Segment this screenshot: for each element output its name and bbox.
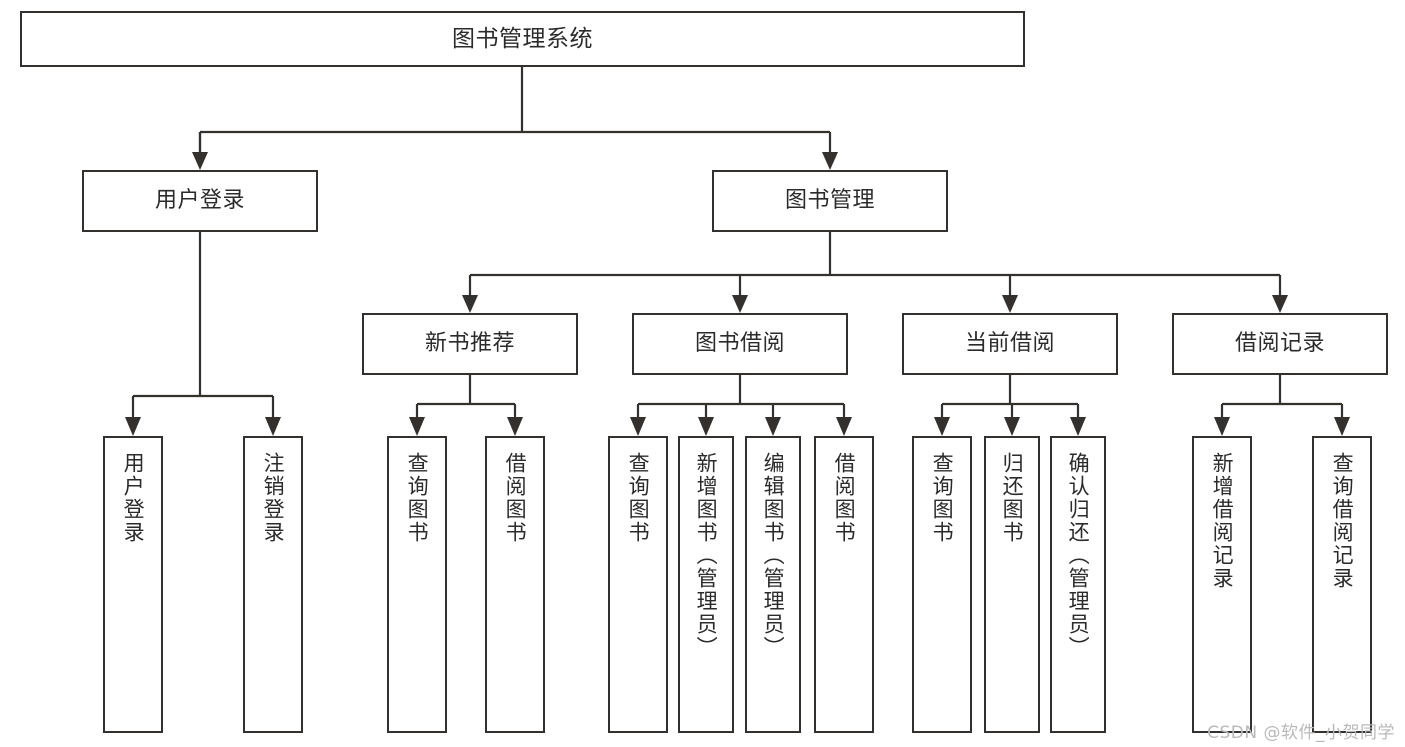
node-label: 查询图书 bbox=[405, 452, 430, 544]
node-leaf-return-book[interactable]: 归还图书 bbox=[984, 436, 1040, 733]
node-label: 借阅图书 bbox=[503, 452, 528, 544]
node-label: 查询借阅记录 bbox=[1330, 452, 1355, 590]
node-label: 新书推荐 bbox=[424, 331, 515, 357]
node-label: 注销登录 bbox=[261, 452, 286, 544]
node-leaf-confirm-return[interactable]: 确认归还（管理员） bbox=[1050, 436, 1106, 733]
node-leaf-logout[interactable]: 注销登录 bbox=[243, 436, 303, 733]
node-new-book-recommend[interactable]: 新书推荐 bbox=[362, 313, 578, 375]
node-leaf-query-book-1[interactable]: 查询图书 bbox=[387, 436, 447, 733]
watermark-text: CSDN @软件_小贺同学 bbox=[1207, 723, 1395, 743]
node-leaf-borrow-book-1[interactable]: 借阅图书 bbox=[485, 436, 545, 733]
node-borrow-record[interactable]: 借阅记录 bbox=[1172, 313, 1388, 375]
node-label: 当前借阅 bbox=[964, 331, 1055, 357]
node-label: 归还图书 bbox=[1000, 452, 1025, 544]
node-label: 新增借阅记录 bbox=[1210, 452, 1235, 590]
node-label: 用户登录 bbox=[154, 188, 245, 214]
node-leaf-borrow-book-2[interactable]: 借阅图书 bbox=[814, 436, 874, 733]
node-label: 确认归还（管理员） bbox=[1066, 452, 1091, 659]
node-label: 用户登录 bbox=[121, 452, 146, 544]
node-label: 查询图书 bbox=[930, 452, 955, 544]
node-label: 新增图书（管理员） bbox=[694, 452, 719, 659]
node-user-login[interactable]: 用户登录 bbox=[82, 170, 318, 232]
node-label: 图书管理 bbox=[784, 188, 875, 214]
node-label: 图书借阅 bbox=[694, 331, 785, 357]
node-current-borrow[interactable]: 当前借阅 bbox=[902, 313, 1118, 375]
node-book-management[interactable]: 图书管理 bbox=[712, 170, 948, 232]
node-root-system[interactable]: 图书管理系统 bbox=[20, 11, 1025, 67]
node-label: 借阅图书 bbox=[832, 452, 857, 544]
node-label: 借阅记录 bbox=[1234, 331, 1325, 357]
node-leaf-query-book-2[interactable]: 查询图书 bbox=[608, 436, 668, 733]
node-label: 图书管理系统 bbox=[452, 25, 593, 52]
node-leaf-edit-book[interactable]: 编辑图书（管理员） bbox=[745, 436, 801, 733]
node-label: 查询图书 bbox=[626, 452, 651, 544]
node-book-borrow[interactable]: 图书借阅 bbox=[632, 313, 848, 375]
node-leaf-query-book-3[interactable]: 查询图书 bbox=[912, 436, 972, 733]
node-label: 编辑图书（管理员） bbox=[761, 452, 786, 659]
node-leaf-user-login[interactable]: 用户登录 bbox=[103, 436, 163, 733]
node-leaf-add-record[interactable]: 新增借阅记录 bbox=[1192, 436, 1252, 733]
node-leaf-query-record[interactable]: 查询借阅记录 bbox=[1312, 436, 1372, 733]
node-leaf-add-book[interactable]: 新增图书（管理员） bbox=[678, 436, 734, 733]
